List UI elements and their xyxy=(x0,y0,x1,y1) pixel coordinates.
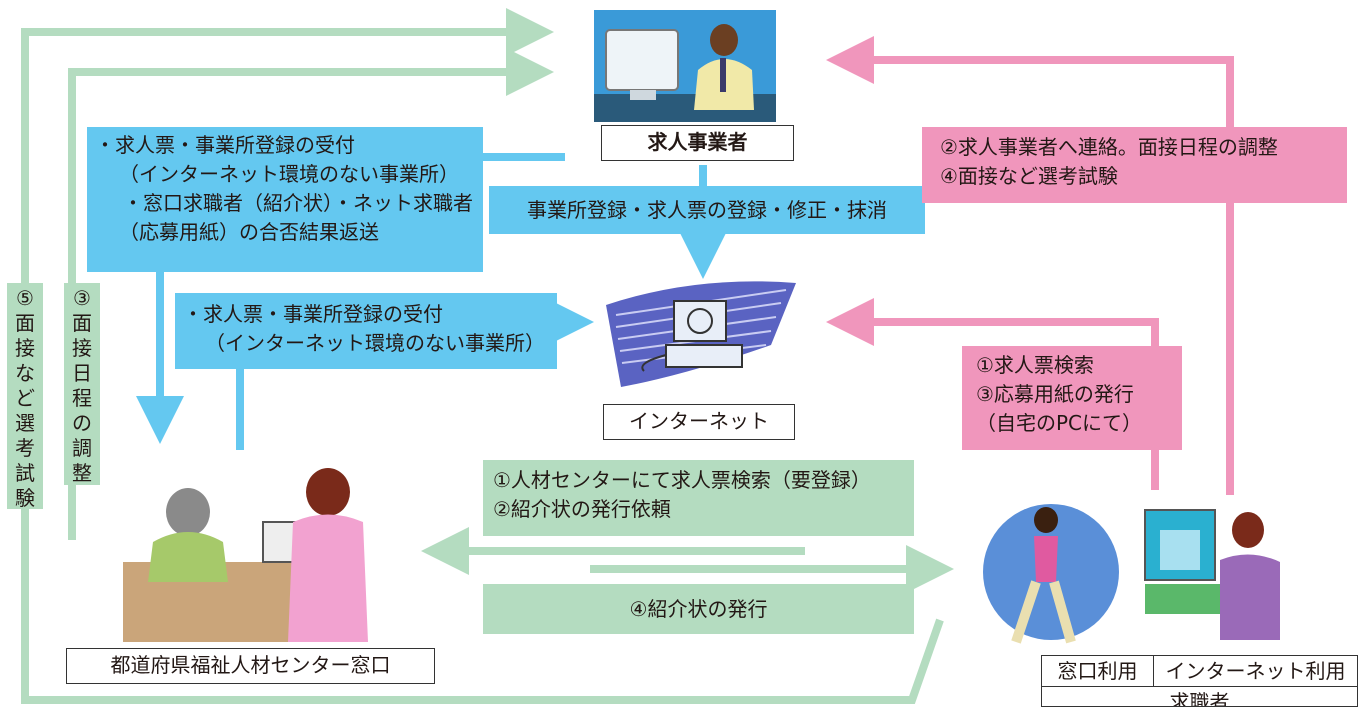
green-issue-box: ④紹介状の発行 xyxy=(483,584,914,634)
arrow-outer-green xyxy=(21,8,944,704)
jobseeker-label: 求職者 xyxy=(1169,690,1230,707)
green-vertical-left: ⑤面接など選考試験 xyxy=(7,283,43,510)
green-search-box: ①人材センターにて求人票検索（要登録） ②紹介状の発行依頼 xyxy=(483,460,914,536)
employer-label: 求人事業者 xyxy=(601,125,794,161)
blue-top-line-3: ・窓口求職者（紹介状）・ネット求職者 xyxy=(123,191,473,215)
pink-top-line-1: ②求人事業者へ連絡。面接日程の調整 xyxy=(940,135,1278,159)
center-counter-illustration xyxy=(123,468,368,642)
internet-label: インターネット xyxy=(603,404,795,440)
green-search-line-2: ②紹介状の発行依頼 xyxy=(493,497,671,521)
arrow-pink-top xyxy=(826,36,1234,495)
blue-top-line-1: ・求人票・事業所登録の受付 xyxy=(95,133,355,157)
pink-mid-line-2: ③応募用紙の発行 xyxy=(976,382,1134,406)
blue-top-line-4: （応募用紙）の合否結果返送 xyxy=(119,220,379,244)
blue-register-box: 事業所登録・求人票の登録・修正・抹消 xyxy=(489,186,925,234)
jobseeker-running-illustration xyxy=(983,504,1119,644)
jobseeker-pc-illustration xyxy=(1144,509,1280,640)
pink-mid-line-3: （自宅のPCにて） xyxy=(976,411,1143,435)
internet-illustration xyxy=(606,281,796,387)
employer-illustration xyxy=(594,10,776,122)
green-search-line-1: ①人材センターにて求人票検索（要登録） xyxy=(493,468,871,492)
jobseeker-table: 窓口利用 インターネット利用 求職者 xyxy=(1041,655,1358,707)
pink-top-line-2: ④面接など選考試験 xyxy=(940,164,1118,188)
blue-mid-box: ・求人票・事業所登録の受付 （インターネット環境のない事業所） xyxy=(175,293,557,369)
internet-use-cell: インターネット利用 xyxy=(1165,659,1346,683)
center-label: 都道府県福祉人材センター窓口 xyxy=(66,648,435,684)
blue-top-line-2: （インターネット環境のない事業所） xyxy=(119,162,459,186)
window-use-cell: 窓口利用 xyxy=(1042,656,1154,686)
blue-mid-line-2: （インターネット環境のない事業所） xyxy=(205,331,545,355)
blue-mid-line-1: ・求人票・事業所登録の受付 xyxy=(183,302,443,326)
pink-mid-line-1: ①求人票検索 xyxy=(976,353,1094,377)
blue-top-box: ・求人票・事業所登録の受付 （インターネット環境のない事業所） ・窓口求職者（紹… xyxy=(87,127,483,272)
pink-mid-box: ①求人票検索 ③応募用紙の発行 （自宅のPCにて） xyxy=(962,346,1182,450)
pink-top-box: ②求人事業者へ連絡。面接日程の調整 ④面接など選考試験 xyxy=(922,127,1347,203)
green-vertical-right: ③面接日程の調整 xyxy=(64,283,100,485)
